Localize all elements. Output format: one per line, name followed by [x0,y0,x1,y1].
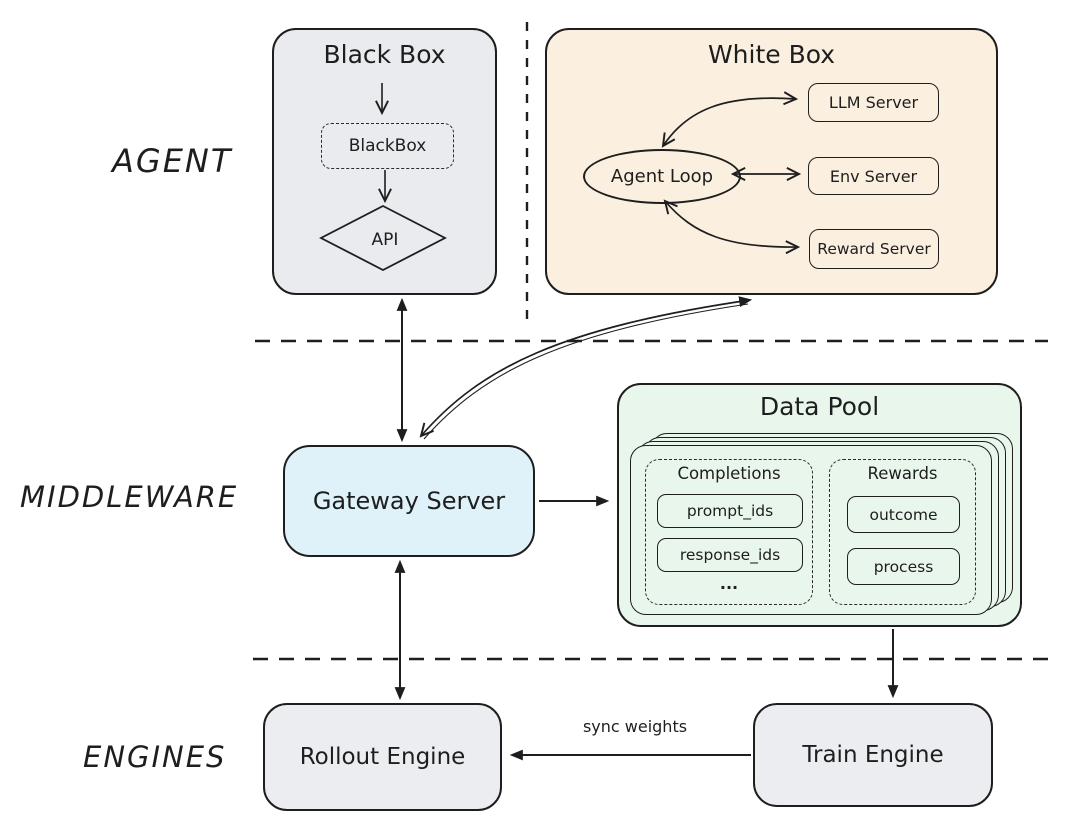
lane-label-engines: ENGINES [83,740,227,774]
api-diamond-label: API [371,230,399,250]
data-pool-title: Data Pool [759,392,880,421]
black-box-container: Black Box BlackBox API [272,28,497,295]
data-pool-container: Data Pool Completions prompt_ids respons… [617,383,1022,627]
agent-loop-node: Agent Loop [583,149,741,204]
process-field: process [847,548,960,585]
sync-weights-label: sync weights [582,717,688,736]
lane-label-middleware: MIDDLEWARE [20,480,239,514]
lane-label-agent: AGENT [112,142,233,180]
rewards-group: Rewards outcome process [829,459,976,605]
env-server-node: Env Server [808,157,939,195]
rewards-title: Rewards [867,464,938,483]
black-box-title: Black Box [323,40,446,69]
completions-title: Completions [677,464,781,483]
llm-server-node: LLM Server [808,83,939,122]
completions-group: Completions prompt_ids response_ids ... [645,459,813,605]
gateway-server-node: Gateway Server [283,445,535,557]
outcome-field: outcome [847,496,960,533]
rollout-engine-node: Rollout Engine [263,703,502,811]
blackbox-module: BlackBox [321,123,454,169]
white-box-title: White Box [707,40,836,69]
prompt-ids-field: prompt_ids [657,494,803,528]
train-engine-node: Train Engine [753,703,993,807]
white-box-container: White Box Agent Loop LLM Server Env Serv… [545,28,998,295]
response-ids-field: response_ids [657,538,803,572]
reward-server-node: Reward Server [809,229,939,269]
data-pool-card: Completions prompt_ids response_ids ... … [630,445,992,615]
completions-ellipsis: ... [719,574,739,593]
